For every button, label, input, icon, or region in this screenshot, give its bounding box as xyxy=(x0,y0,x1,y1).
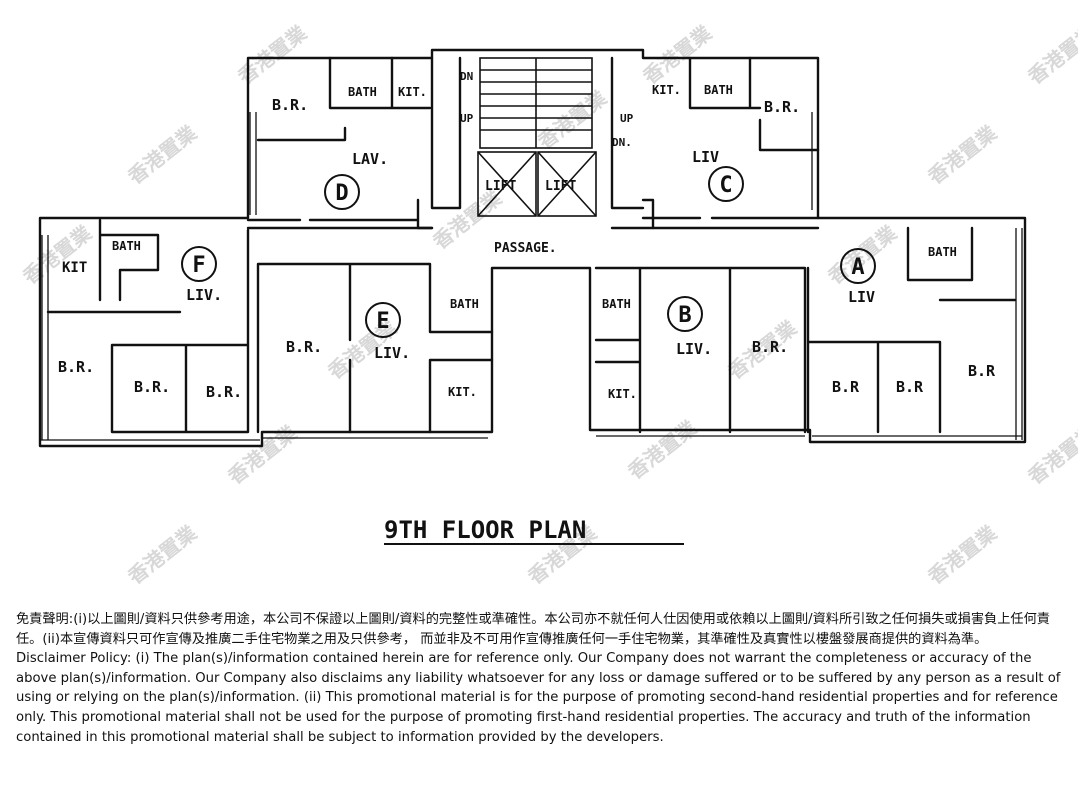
core-layer xyxy=(477,57,597,217)
watermark-text: 香港置業 xyxy=(923,520,1002,589)
watermark-text: 香港置業 xyxy=(1023,20,1078,89)
unit-f-walls xyxy=(46,218,250,434)
room-label: BATH xyxy=(348,85,377,99)
unit-d-circle xyxy=(324,174,360,210)
room-label: BATH xyxy=(112,239,141,253)
lift-label-2: LIFT xyxy=(545,179,576,194)
watermark-logo: 香港置業 xyxy=(233,20,312,89)
floor-plan-diagram: 香港置業 香港置業 香港置業 香港置業 香港置業 香港置業 香港置業 香港置業 … xyxy=(18,20,1078,589)
watermark-logo: 香港置業 xyxy=(1023,420,1078,489)
watermark-logo: 香港置業 xyxy=(223,420,302,489)
room-label: KIT. xyxy=(448,385,477,399)
disclaimer-chinese: 免責聲明:(i)以上圖則/資料只供參考用途，本公司不保證以上圖則/資料的完整性或… xyxy=(16,612,1050,647)
watermark-text: 香港置業 xyxy=(123,120,202,189)
lift-cross xyxy=(477,151,537,217)
watermark-text: 香港置業 xyxy=(533,85,612,154)
stair-up-label: UP xyxy=(460,112,474,125)
room-label: BATH xyxy=(450,297,479,311)
unit-e-living-label: LIV. xyxy=(374,344,410,362)
passage-label: PASSAGE. xyxy=(494,241,557,256)
floor-plan-figure: 香港置業 香港置業 香港置業 香港置業 香港置業 香港置業 香港置業 香港置業 … xyxy=(18,20,1078,589)
unit-c-letter: C xyxy=(719,173,732,198)
watermark-logo: 香港置業 xyxy=(1023,20,1078,89)
unit-c-walls xyxy=(641,56,820,230)
watermark-logo: 香港置業 xyxy=(923,120,1002,189)
building-outline xyxy=(38,48,1027,448)
room-label: B.R xyxy=(968,362,996,380)
room-label: B.R. xyxy=(206,383,242,401)
unit-a-letter: A xyxy=(851,255,864,280)
room-label: KIT. xyxy=(608,387,637,401)
watermark-text: 香港置業 xyxy=(638,20,717,89)
unit-c-living-label: LIV xyxy=(692,148,719,166)
courtyard-right xyxy=(610,56,645,210)
courtyard-left xyxy=(430,56,462,210)
room-label: B.R xyxy=(896,378,924,396)
lift-label: LIFT xyxy=(485,179,516,194)
room-label: KIT. xyxy=(398,85,427,99)
room-label: B.R. xyxy=(752,338,788,356)
unit-f-living-label: LIV. xyxy=(186,286,222,304)
watermark-text: 香港置業 xyxy=(1023,420,1078,489)
watermark-text: 香港置業 xyxy=(223,420,302,489)
watermark-logo: 香港置業 xyxy=(18,220,97,289)
unit-b-walls xyxy=(594,266,807,434)
unit-b-circle xyxy=(667,296,703,332)
room-label: KIT xyxy=(62,260,87,276)
room-label: BATH xyxy=(704,83,733,97)
unit-a-circle xyxy=(840,248,876,284)
watermark-text: 香港置業 xyxy=(623,415,702,484)
stair-up-label-right: UP xyxy=(620,112,634,125)
unit-a-living-label: LIV xyxy=(848,288,875,306)
watermark-logo: 香港置業 xyxy=(123,520,202,589)
unit-d-living-label: LAV. xyxy=(352,150,388,168)
watermark-text: 香港置業 xyxy=(123,520,202,589)
room-label: B.R. xyxy=(272,96,308,114)
lift-shaft-1 xyxy=(477,151,537,217)
watermark-text: 香港置業 xyxy=(233,20,312,89)
disclaimer-block: 免責聲明:(i)以上圖則/資料只供參考用途，本公司不保證以上圖則/資料的完整性或… xyxy=(16,610,1066,747)
room-label: BATH xyxy=(928,245,957,259)
stair-down-label: DN xyxy=(460,70,473,83)
stair-treads xyxy=(480,69,592,131)
watermark-logo: 香港置業 xyxy=(123,120,202,189)
unit-b-letter: B xyxy=(678,303,691,328)
room-label: B.R. xyxy=(286,338,322,356)
room-label: KIT. xyxy=(652,83,681,97)
unit-e-walls xyxy=(256,262,494,434)
watermark-logo: 香港置業 xyxy=(638,20,717,89)
room-label: BATH xyxy=(602,297,631,311)
window-layer xyxy=(40,112,1023,441)
room-label: B.R xyxy=(832,378,860,396)
watermark-logo: 香港置業 xyxy=(923,520,1002,589)
stair-down-label-right: DN. xyxy=(612,136,632,149)
unit-f-letter: F xyxy=(192,253,205,278)
watermark-logo: 香港置業 xyxy=(623,415,702,484)
unit-c-circle xyxy=(708,166,744,202)
wall-layer xyxy=(38,48,1027,448)
disclaimer-english: Disclaimer Policy: (i) The plan(s)/infor… xyxy=(16,651,1061,745)
watermark-logo: 香港置業 xyxy=(533,85,612,154)
watermark-text: 香港置業 xyxy=(923,120,1002,189)
room-label: B.R. xyxy=(764,98,800,116)
unit-b-living-label: LIV. xyxy=(676,340,712,358)
lift-cross xyxy=(537,151,597,217)
plan-title: 9TH FLOOR PLAN xyxy=(384,516,586,544)
unit-a-walls xyxy=(806,226,1017,434)
unit-e-circle xyxy=(365,302,401,338)
unit-circle-layer xyxy=(181,166,876,338)
unit-d-letter: D xyxy=(335,181,348,206)
lift-shaft-2 xyxy=(537,151,597,217)
watermark-text: 香港置業 xyxy=(18,220,97,289)
unit-f-circle xyxy=(181,246,217,282)
room-label: B.R. xyxy=(58,358,94,376)
room-label: B.R. xyxy=(134,378,170,396)
unit-e-letter: E xyxy=(376,309,389,334)
